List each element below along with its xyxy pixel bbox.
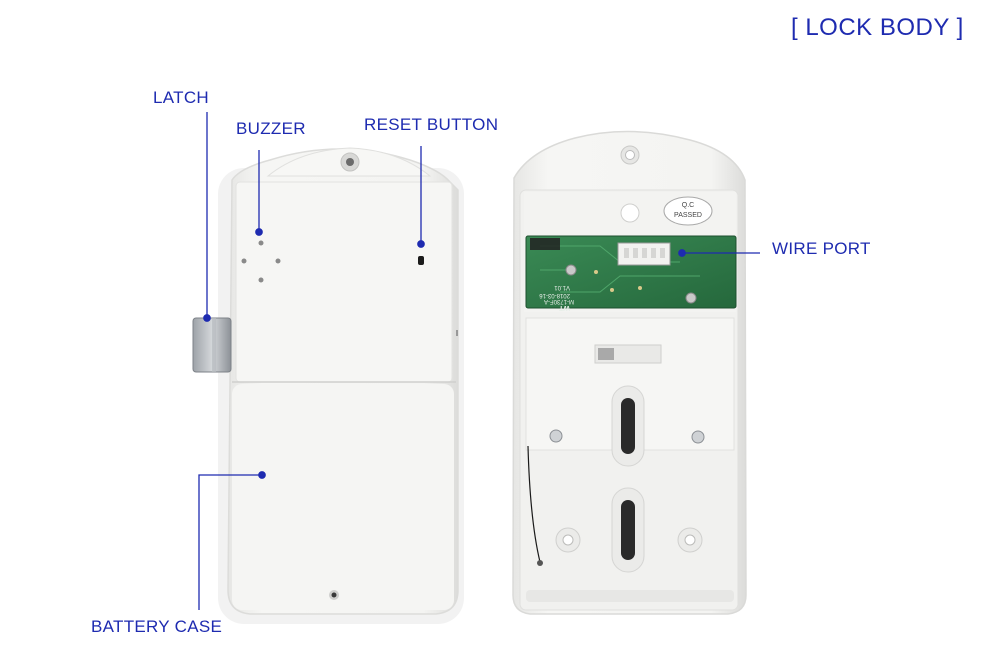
label-wire-port: WIRE PORT [772,239,871,258]
qc-passed-sticker: Q.C PASSED [663,196,713,226]
latch-bolt [192,317,232,373]
qc-text: Q.C [682,202,694,209]
label-reset-button: RESET BUTTON [364,115,499,134]
label-battery-case: BATTERY CASE [91,617,223,636]
pcb-version: V1.01 [554,284,570,290]
diagram-title: [ LOCK BODY ] [791,14,964,41]
pcb-date: 2018-03-16 [539,292,570,298]
pcb-model: M-1730F-A [544,298,574,304]
lock-body-open: Q.C PASSED 2018-03-16 V1.01 M-1730F-A WT [512,130,747,615]
label-latch: LATCH [153,88,209,107]
reset-hole [418,256,424,265]
label-buzzer: BUZZER [236,119,306,138]
buzzer-holes [241,240,281,283]
pcb-brand: WT [558,304,570,311]
passed-text: PASSED [674,212,702,219]
callouts [198,112,760,610]
lock-body-front [218,147,464,624]
wire-port-connector [617,242,671,266]
